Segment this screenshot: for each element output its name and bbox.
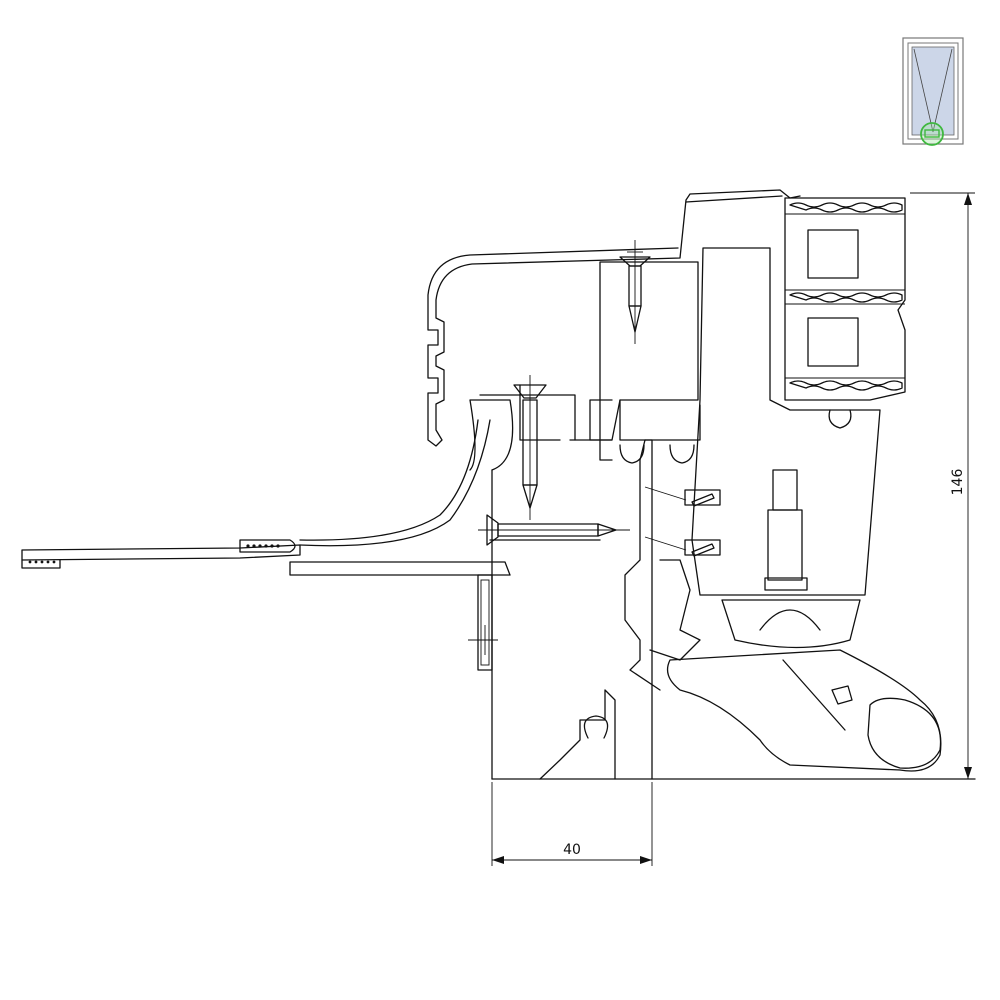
outer-sill-cover [427, 189, 801, 447]
dimension-height: 146 [910, 192, 975, 779]
frame-main-profile [469, 399, 701, 780]
glazing-unit [691, 197, 906, 596]
screw-horizontal [478, 514, 630, 546]
height-label: 146 [950, 469, 966, 496]
angle-bracket [468, 574, 498, 671]
handle-hardware [666, 469, 942, 772]
sill-board [21, 419, 511, 576]
width-label: 40 [563, 842, 581, 858]
clips-gaskets [619, 444, 721, 557]
frame-upper-block [589, 261, 701, 441]
section-marker-icon [920, 122, 944, 146]
window-thumbnail [902, 37, 964, 146]
screw-mid [479, 375, 576, 520]
screw-top [619, 240, 651, 344]
dimension-width: 40 [491, 782, 653, 866]
